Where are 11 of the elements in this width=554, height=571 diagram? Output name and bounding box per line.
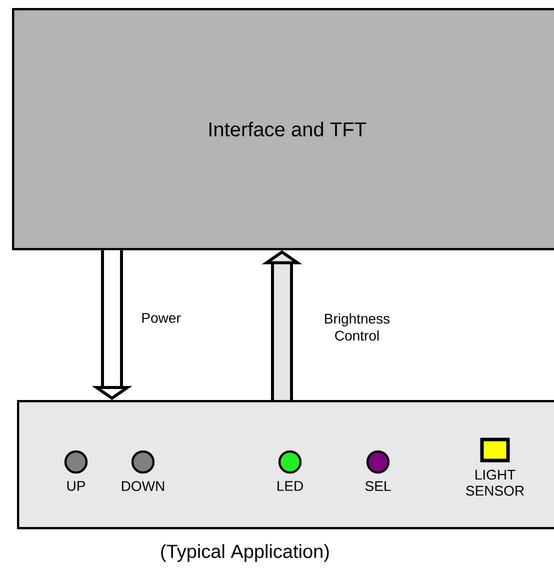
- caption: (Typical Application): [161, 544, 329, 562]
- node-label: LED: [278, 481, 303, 491]
- block-box: Interface and TFT: [12, 8, 554, 250]
- sensor-square: LIGHT SENSOR: [466, 438, 524, 496]
- node-label: UP: [67, 481, 85, 491]
- node-label: SEL: [365, 481, 391, 492]
- node-label: DOWN: [122, 481, 164, 492]
- edge-label: Power: [142, 313, 181, 323]
- node-label: LIGHT SENSOR: [466, 470, 524, 496]
- edge-label: Brightness Control: [325, 313, 390, 341]
- block-box: [17, 400, 554, 530]
